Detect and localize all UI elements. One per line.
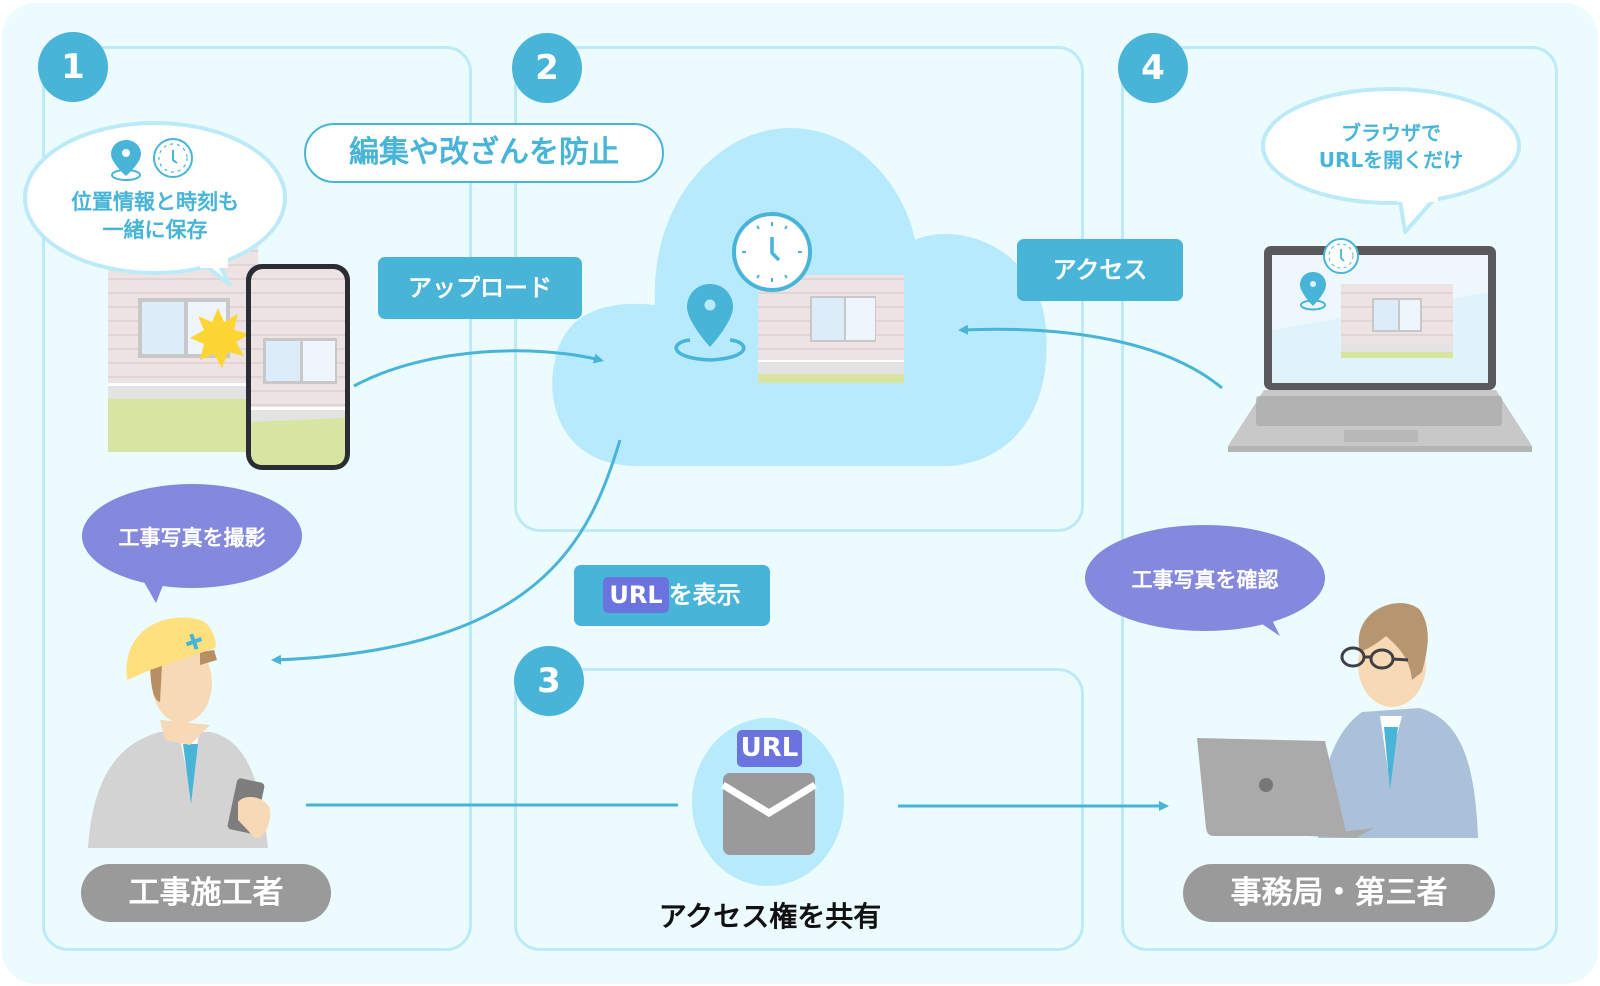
location-pin-icon xyxy=(111,140,141,181)
panel-step-1 xyxy=(42,46,472,951)
step-number-2: 2 xyxy=(512,33,582,103)
location-time-line-2: 一緒に保存 xyxy=(102,218,208,242)
step-number-4: 4 xyxy=(1118,33,1188,103)
construction-worker-figure xyxy=(88,617,271,848)
tamper-prevention-badge: 編集や改ざんを防止 xyxy=(304,123,664,183)
clock-icon xyxy=(153,138,193,178)
laptop-icon xyxy=(1228,246,1532,452)
role-label-office-third-party: 事務局・第三者 xyxy=(1183,864,1495,922)
url-chip: URL xyxy=(603,577,669,613)
cloud-house-photo xyxy=(758,275,904,383)
step-number-1: 1 xyxy=(38,32,108,102)
browser-caption-line-1: ブラウザで xyxy=(1341,121,1441,145)
share-access-caption: アクセス権を共有 xyxy=(658,900,882,933)
access-label: アクセス xyxy=(1017,239,1183,301)
mail-envelope-icon xyxy=(692,718,844,886)
speech-bubble-location-time xyxy=(23,121,287,287)
access-arrow xyxy=(958,324,1223,390)
panel-step-4 xyxy=(1121,46,1558,951)
speech-bubble-browser xyxy=(1261,87,1521,234)
clock-icon xyxy=(1323,238,1359,274)
step-number-3: 3 xyxy=(514,646,584,716)
envelope-url-chip: URL xyxy=(737,730,802,767)
browser-caption-line-2: URLを開くだけ xyxy=(1318,148,1464,172)
location-pin-icon xyxy=(1300,272,1326,311)
location-pin-icon xyxy=(674,284,746,362)
check-photo-speech: 工事写真を確認 xyxy=(1131,568,1279,592)
camera-flash-icon xyxy=(190,308,250,368)
show-url-arrow xyxy=(271,439,622,665)
smartphone-icon xyxy=(246,264,350,470)
location-time-caption: 位置情報と時刻も 一緒に保存 xyxy=(40,188,270,244)
speech-bubble-take-photo xyxy=(82,484,302,603)
location-time-line-1: 位置情報と時刻も xyxy=(71,190,239,214)
speech-bubble-check-photo xyxy=(1085,525,1325,636)
clock-icon xyxy=(732,212,812,292)
upload-arrow xyxy=(353,349,604,388)
house-photo xyxy=(108,240,258,452)
show-url-text: を表示 xyxy=(668,581,741,609)
role-label-constructor: 工事施工者 xyxy=(81,864,331,922)
office-worker-figure xyxy=(1197,603,1478,838)
upload-label: アップロード xyxy=(378,257,582,319)
browser-caption: ブラウザで URLを開くだけ xyxy=(1280,120,1502,174)
take-photo-speech: 工事写真を撮影 xyxy=(118,526,266,550)
panel-step-3 xyxy=(514,668,1084,951)
